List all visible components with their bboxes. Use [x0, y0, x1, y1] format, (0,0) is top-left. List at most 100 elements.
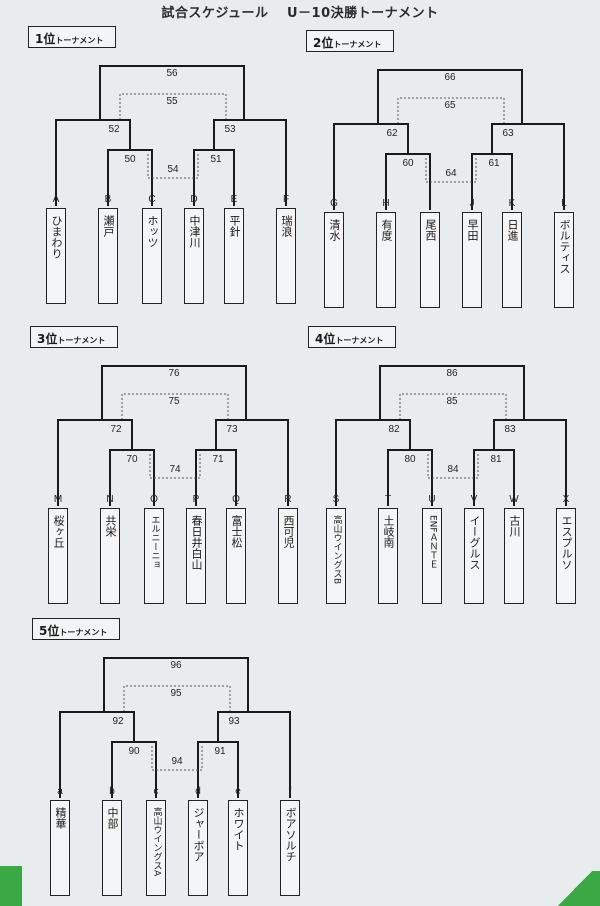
team-letter: Q — [232, 494, 240, 505]
third-place-line — [121, 393, 229, 420]
team-name: 桜ヶ丘 — [52, 515, 65, 548]
team-name: 早田 — [466, 219, 479, 241]
bracket-header: 4位トーナメント — [308, 326, 396, 348]
team-box: 有度 — [376, 212, 396, 308]
match-number-third: 75 — [168, 396, 180, 407]
team-name: ENFＡＮＴＥ — [427, 515, 438, 569]
team-box: ENFＡＮＴＥ — [422, 508, 442, 604]
team-box: ホワイト — [228, 800, 248, 896]
team-box: 瀬戸 — [98, 208, 118, 304]
team-letter: e — [235, 786, 241, 797]
team-box: ボルティス — [554, 212, 574, 308]
team-box: 高山ウイングスA — [146, 800, 166, 896]
match-number-semiR: 53 — [224, 124, 236, 135]
consolation-line — [149, 454, 201, 479]
match-number-cons: 74 — [169, 464, 181, 475]
team-box: 古川 — [504, 508, 524, 604]
team-name: エスプルソ — [560, 515, 573, 570]
semi-left-line — [335, 419, 411, 506]
match-number-semiL: 92 — [112, 716, 124, 727]
semi-left-line — [59, 711, 135, 798]
team-name: 春日井白山 — [190, 515, 203, 570]
team-letter: c — [153, 786, 159, 797]
match-number-semiR: 83 — [504, 424, 516, 435]
team-name: ホッツ — [146, 215, 159, 248]
match-number-semiR: 73 — [226, 424, 238, 435]
team-letter: E — [230, 194, 238, 205]
team-box: 精華 — [50, 800, 70, 896]
bracket-lines — [335, 365, 567, 506]
team-box: 富士松 — [226, 508, 246, 604]
team-box: 春日井白山 — [186, 508, 206, 604]
match-number-qfL: 90 — [128, 746, 140, 757]
match-number-semiL: 62 — [386, 128, 398, 139]
match-number-final: 86 — [446, 368, 458, 379]
match-number-cons: 64 — [445, 168, 457, 179]
team-letter: N — [106, 494, 114, 505]
team-letter: M — [53, 494, 63, 505]
team-name: 瑞浪 — [280, 215, 293, 237]
consolation-line — [425, 158, 477, 183]
team-name: 尾西 — [424, 219, 437, 241]
team-name: エルニーニョ — [149, 515, 160, 569]
bracket-label: トーナメント — [57, 336, 106, 345]
team-letter: X — [562, 494, 570, 505]
team-name: ボアソルチ — [284, 807, 297, 862]
bracket-label: トーナメント — [59, 628, 108, 637]
bracket-label: トーナメント — [335, 336, 384, 345]
team-box: 早田 — [462, 212, 482, 308]
final-line — [377, 69, 523, 124]
bracket-lines — [57, 365, 289, 506]
third-place-line — [123, 685, 231, 712]
bracket-label: トーナメント — [55, 36, 104, 45]
team-box: 共栄 — [100, 508, 120, 604]
team-letter: I — [428, 198, 432, 209]
team-name: 高山ウイングスB — [331, 515, 342, 585]
team-name: 古川 — [508, 515, 521, 537]
match-number-semiL: 72 — [110, 424, 122, 435]
team-letter: U — [428, 494, 436, 505]
bracket-lines — [333, 69, 565, 210]
bracket-lines — [59, 657, 291, 798]
match-number-qfL: 60 — [402, 158, 414, 169]
team-box: 日進 — [502, 212, 522, 308]
match-number-cons: 54 — [167, 164, 179, 175]
team-box: 平針 — [224, 208, 244, 304]
final-line — [379, 365, 525, 420]
semi-left-line — [57, 419, 133, 506]
team-letter: A — [52, 194, 60, 205]
match-number-qfR: 51 — [210, 154, 222, 165]
team-letter: R — [284, 494, 292, 505]
team-name: ひまわり — [50, 215, 63, 259]
match-number-third: 95 — [170, 688, 182, 699]
team-box: エスプルソ — [556, 508, 576, 604]
bracket-rank: 5位 — [39, 624, 60, 638]
team-box: ボアソルチ — [280, 800, 300, 896]
page-title: 試合スケジュール U－10決勝トーナメント — [161, 6, 439, 21]
match-number-final: 56 — [166, 68, 178, 79]
team-letter: H — [382, 198, 390, 209]
team-letter: J — [469, 198, 475, 209]
team-letter: S — [332, 494, 340, 505]
team-name: ホワイト — [232, 807, 245, 851]
green-corner-right — [550, 871, 600, 906]
team-name: 高山ウイングスA — [151, 807, 162, 877]
team-name: 富士松 — [230, 515, 243, 548]
match-number-final: 96 — [170, 660, 182, 671]
final-line — [101, 365, 247, 420]
team-name: 瀬戸 — [102, 215, 115, 237]
bracket-header: 2位トーナメント — [306, 30, 394, 52]
final-line — [99, 65, 245, 120]
bracket-header: 3位トーナメント — [30, 326, 118, 348]
team-name: 精華 — [54, 807, 67, 829]
match-number-qfL: 50 — [124, 154, 136, 165]
semi-right-line — [215, 419, 289, 506]
bracket-header: 1位トーナメント — [28, 26, 116, 48]
team-letter: T — [384, 494, 392, 505]
team-name: 平針 — [228, 215, 241, 237]
